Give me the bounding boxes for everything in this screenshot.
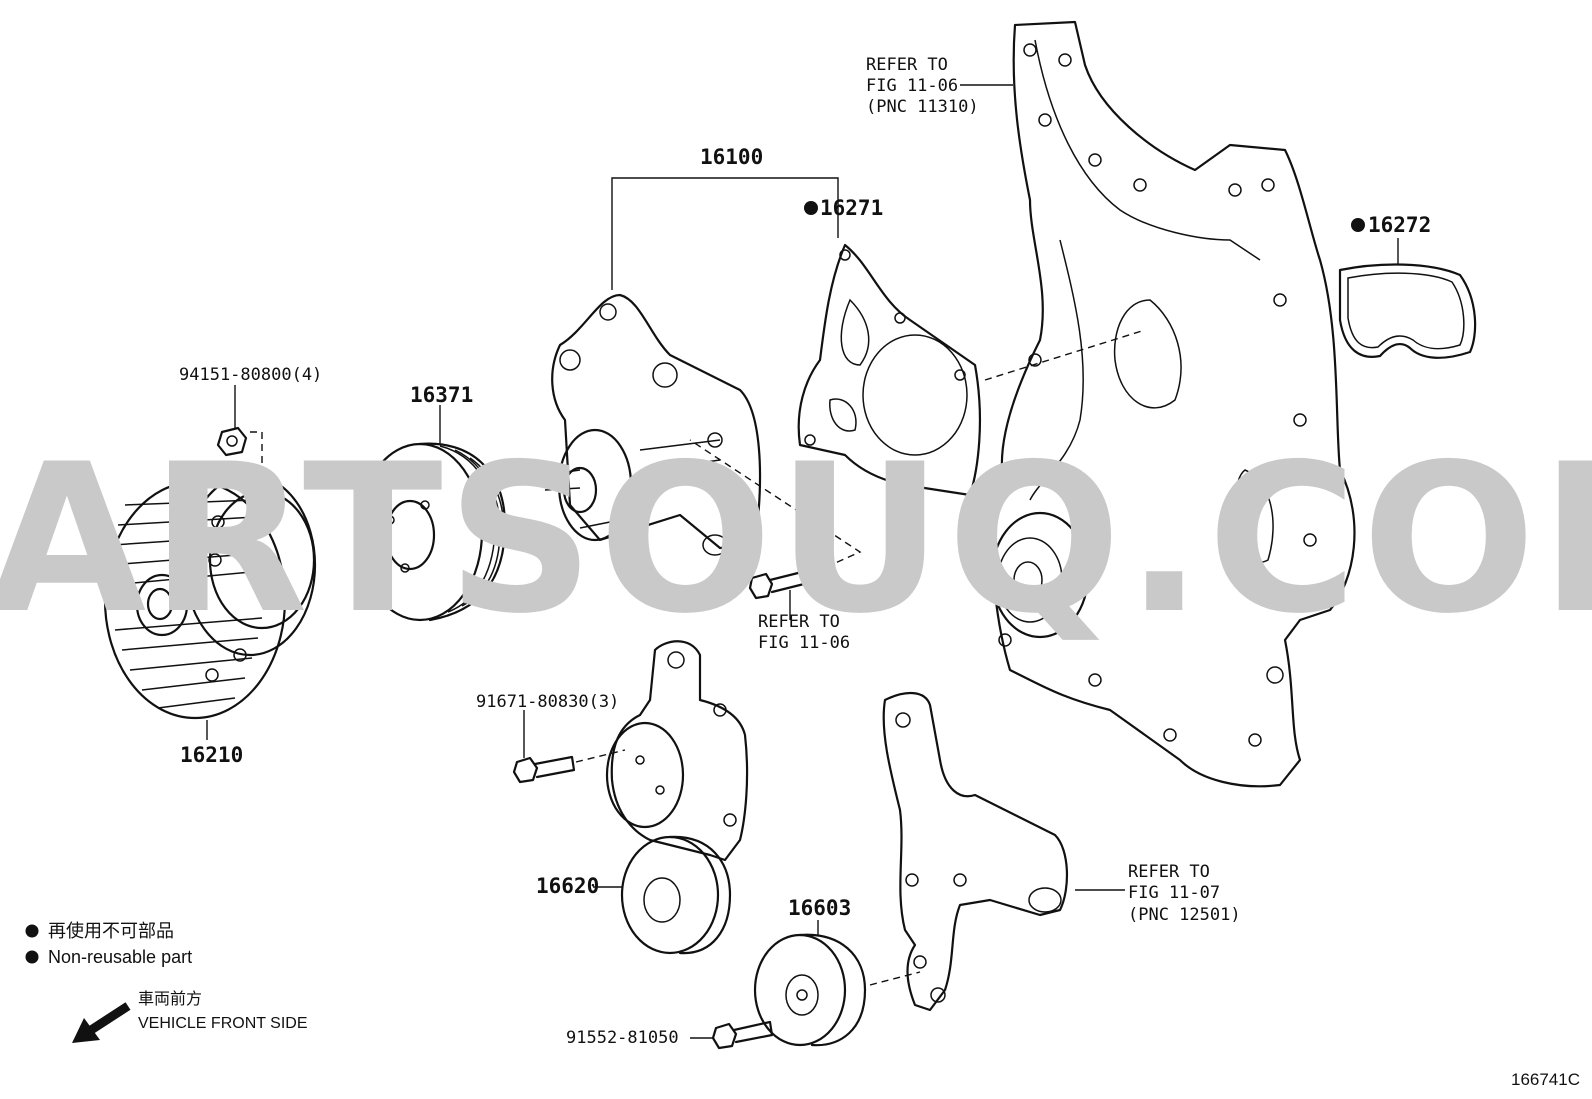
svg-text:FIG 11-07: FIG 11-07	[1128, 883, 1220, 903]
gasket-16271[interactable]	[797, 243, 1146, 497]
timing-chain-cover[interactable]	[960, 20, 1356, 788]
legend-dot-en	[25, 950, 39, 964]
svg-text:(PNC 12501): (PNC 12501)	[1128, 905, 1241, 925]
svg-text:(PNC 11310): (PNC 11310)	[866, 97, 979, 117]
legend-front-en: VEHICLE FRONT SIDE	[138, 1015, 308, 1032]
front-arrow-icon	[72, 1002, 131, 1043]
label-16620: 16620	[536, 874, 599, 898]
label-16210: 16210	[180, 743, 243, 767]
pulley-16371[interactable]	[356, 405, 507, 622]
label-91671: 91671-80830(3)	[476, 692, 619, 712]
label-91552: 91552-81050	[566, 1028, 679, 1048]
water-pump-16100[interactable]	[544, 177, 839, 556]
label-16271: 16271	[820, 196, 883, 220]
label-16272: 16272	[1368, 213, 1431, 237]
legend-nonreusable-en: Non-reusable part	[48, 947, 192, 967]
watermark-text: PARTSOUQ.COM	[0, 421, 1592, 659]
gasket-16272[interactable]	[1338, 238, 1477, 359]
ref-note-bracket[interactable]: REFER TO FIG 11-07 (PNC 12501)	[1128, 862, 1241, 925]
ref-note-bolt[interactable]: REFER TO FIG 11-06	[758, 612, 850, 653]
svg-text:REFER TO: REFER TO	[758, 612, 840, 632]
ref-note-timing-cover[interactable]: REFER TO FIG 11-06 (PNC 11310)	[866, 55, 979, 117]
nonreusable-marker-16272	[1351, 218, 1365, 232]
svg-text:REFER TO: REFER TO	[866, 55, 948, 75]
bolt-91552[interactable]	[690, 1020, 774, 1050]
bolt-91671[interactable]	[512, 710, 626, 784]
label-16100: 16100	[700, 145, 763, 169]
idler-pulley-16603[interactable]	[753, 920, 921, 1047]
legend-front-jp: 車両前方	[138, 990, 202, 1008]
svg-text:FIG 11-06: FIG 11-06	[758, 633, 850, 653]
tensioner-assy-16620[interactable]	[593, 640, 749, 955]
legend-dot-jp	[25, 924, 39, 938]
label-94151: 94151-80800(4)	[179, 365, 322, 385]
figure-id: 166741C	[1511, 1070, 1580, 1089]
bracket-refer-fig-11-07[interactable]	[882, 692, 1125, 1012]
fan-clutch-16210[interactable]	[103, 473, 317, 740]
svg-text:REFER TO: REFER TO	[1128, 862, 1210, 882]
nonreusable-marker-16271	[804, 201, 818, 215]
svg-text:FIG 11-06: FIG 11-06	[866, 76, 958, 96]
label-16371: 16371	[410, 383, 473, 407]
nut-94151[interactable]	[216, 385, 263, 520]
legend-nonreusable-jp: 再使用不可部品	[48, 921, 174, 941]
bolt-refer-fig-11-06[interactable]	[689, 439, 862, 620]
label-16603: 16603	[788, 896, 851, 920]
